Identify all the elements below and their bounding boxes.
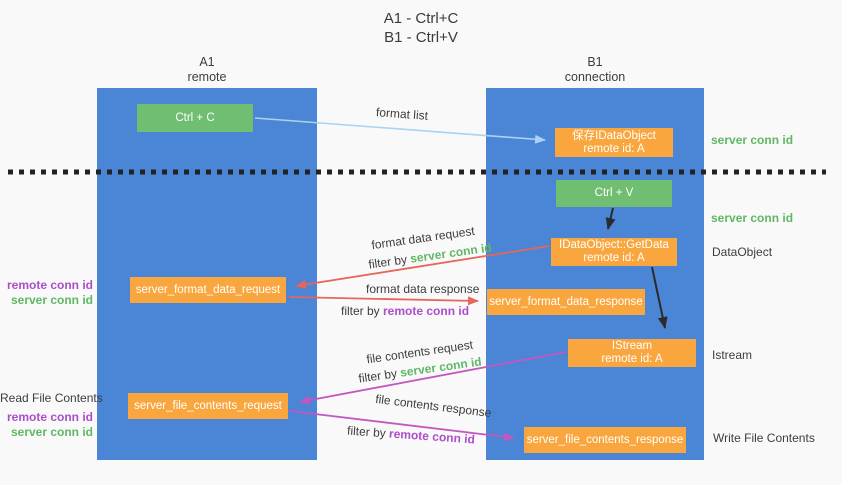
label-format-data-response-text: format data response [366, 282, 480, 296]
header-a1: A1 [199, 55, 215, 69]
server-conn-id-text: server conn id [711, 133, 794, 147]
label-istream-side: Istream [712, 348, 752, 362]
node-format-response-label: server_format_data_response [489, 295, 643, 308]
arrow-format-data-request [295, 245, 550, 289]
node-istream-line2: remote id: A [601, 353, 663, 365]
node-ctrl-v-label: Ctrl + V [594, 187, 634, 199]
right-server-conn-id-mid: server conn id [711, 211, 793, 225]
node-getdata-line1: IDataObject::GetData [559, 239, 669, 251]
node-ctrl-c-label: Ctrl + C [175, 111, 215, 124]
write-file-contents-text: Write File Contents [713, 431, 815, 445]
arrow-format-list [254, 117, 546, 144]
node-server-format-data-request: server_format_data_request [130, 277, 286, 303]
title-line-1: A1 - Ctrl+C [383, 10, 459, 27]
node-save-idataobject-line1: 保存IDataObject [572, 129, 656, 142]
node-idataobject-getdata: IDataObject::GetData remote id: A [551, 238, 677, 266]
left-conn-id-group-1: remote conn id server conn id [0, 278, 93, 308]
arrow-format-data-response [288, 296, 479, 306]
label-read-file-contents: Read File Contents [0, 391, 103, 405]
label-write-file-contents: Write File Contents [713, 431, 815, 445]
left-remote-conn-id-1: remote conn id [6, 278, 93, 292]
read-file-contents-text: Read File Contents [0, 391, 103, 405]
left-server-conn-id-2: server conn id [10, 425, 93, 439]
filter-by-prefix: filter by [346, 423, 390, 441]
diagram-title: A1 - Ctrl+C B1 - Ctrl+V [0, 9, 842, 47]
arrow-ctrlv-to-getdata [605, 207, 616, 230]
left-server-conn-id-1: server conn id [10, 293, 93, 307]
header-remote: remote [187, 70, 227, 84]
node-file-request-label: server_file_contents_request [134, 399, 282, 412]
title-line-2: B1 - Ctrl+V [384, 29, 458, 46]
node-format-request-label: server_format_data_request [135, 283, 281, 296]
filter-by-prefix: filter by [341, 304, 384, 318]
label-filter-by-remote-conn-id-1: filter by remote conn id [341, 304, 469, 318]
node-server-file-contents-request: server_file_contents_request [128, 393, 288, 419]
right-server-conn-id-top: server conn id [711, 133, 793, 147]
node-istream: IStream remote id: A [568, 339, 696, 367]
node-save-idataobject: 保存IDataObject remote id: A [555, 128, 673, 157]
arrow-file-contents-request [299, 351, 567, 405]
arrow-getdata-to-istream [651, 266, 668, 329]
header-b1: B1 [587, 55, 603, 69]
label-dataobject: DataObject [712, 245, 772, 259]
node-ctrl-v: Ctrl + V [556, 180, 672, 207]
column-header-b1-connection: B1 connection [486, 55, 704, 85]
remote-conn-id-emphasis: remote conn id [383, 304, 470, 318]
node-getdata-line2: remote id: A [583, 252, 645, 264]
header-connection: connection [564, 70, 626, 84]
node-server-file-contents-response: server_file_contents_response [524, 427, 686, 453]
node-server-format-data-response: server_format_data_response [487, 289, 645, 315]
node-file-response-label: server_file_contents_response [526, 433, 684, 446]
label-format-data-response: format data response [366, 282, 479, 296]
dataobject-text: DataObject [712, 245, 773, 259]
node-ctrl-c: Ctrl + C [137, 104, 253, 132]
column-header-a1-remote: A1 remote [97, 55, 317, 85]
left-remote-conn-id-2: remote conn id [6, 410, 93, 424]
server-conn-id-text: server conn id [711, 211, 794, 225]
istream-side-text: Istream [712, 348, 753, 362]
arrow-file-contents-response [289, 410, 515, 442]
left-conn-id-group-2: remote conn id server conn id [0, 410, 93, 440]
node-save-idataobject-line2: remote id: A [583, 142, 645, 155]
node-istream-line1: IStream [611, 340, 653, 352]
